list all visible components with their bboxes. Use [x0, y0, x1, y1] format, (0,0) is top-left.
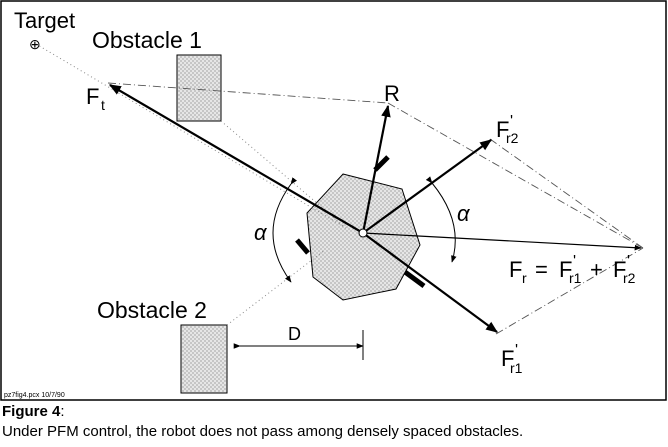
svg-text:r2: r2	[623, 270, 636, 286]
caption-title-text: Figure 4	[2, 403, 61, 420]
label-fr2: F	[496, 117, 509, 142]
vector-fr	[362, 232, 642, 251]
svg-text:=: =	[535, 257, 548, 282]
alpha-arc-left	[272, 177, 297, 283]
svg-text:F: F	[509, 257, 522, 282]
label-ft: F	[86, 84, 99, 109]
target-icon: ⊕	[29, 36, 41, 52]
label-fr1-sub: r1	[510, 360, 523, 376]
svg-text:F: F	[559, 257, 572, 282]
label-alpha-left: α	[254, 220, 268, 245]
label-fr2-prime: '	[510, 113, 513, 130]
label-fr1-prime: '	[515, 342, 518, 359]
label-alpha-right: α	[457, 201, 471, 226]
obstacle2-dotted-line	[226, 249, 326, 326]
robot-center-marker	[358, 228, 368, 238]
dimension-d	[233, 330, 364, 360]
svg-text:': '	[573, 253, 576, 270]
svg-text:': '	[627, 253, 630, 270]
vector-ft	[108, 84, 364, 234]
svg-text:+: +	[590, 257, 603, 282]
label-fr2-sub: r2	[506, 130, 519, 146]
obstacle-1-block	[176, 54, 222, 122]
label-r: R	[384, 81, 400, 106]
file-stamp: pz7fig4.pcx 10/7/90	[4, 392, 65, 399]
figure-caption-title: Figure 4:	[2, 403, 65, 420]
label-obstacle-2: Obstacle 2	[97, 297, 207, 323]
caption-title-colon: :	[60, 403, 65, 420]
obstacle-2-block	[180, 324, 228, 394]
resultant-equation: F r = F ' r1 + F ' r2	[509, 253, 636, 286]
svg-text:r: r	[522, 270, 527, 286]
sensor-marks	[295, 155, 426, 289]
alpha-arc-right	[425, 176, 457, 263]
svg-text:r1: r1	[569, 270, 582, 286]
figure-caption-text: Under PFM control, the robot does not pa…	[2, 423, 524, 440]
label-d: D	[288, 324, 301, 344]
vector-fr1	[362, 232, 498, 333]
label-fr1: F	[501, 346, 514, 371]
svg-text:F: F	[613, 257, 626, 282]
label-obstacle-1: Obstacle 1	[92, 27, 202, 53]
label-target: Target	[14, 8, 75, 33]
label-ft-sub: t	[101, 97, 105, 113]
construction-lines	[107, 82, 644, 335]
